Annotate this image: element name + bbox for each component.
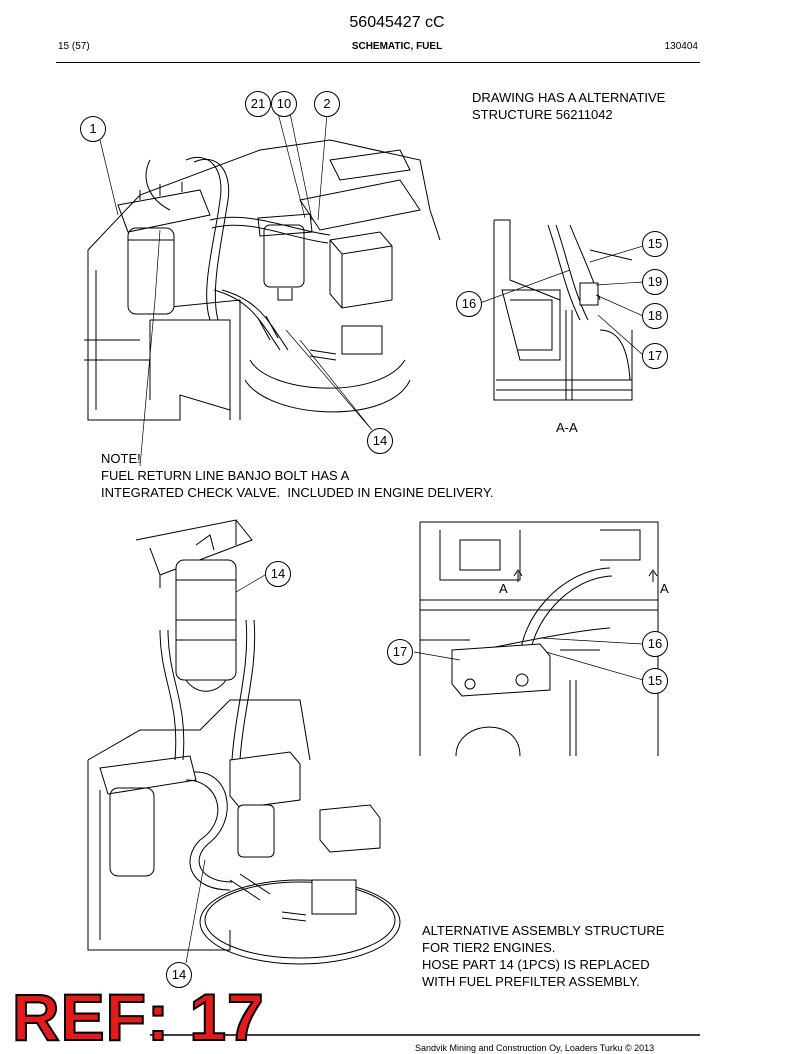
top-view-drawing <box>84 139 441 421</box>
footer-copyright: Sandvik Mining and Construction Oy, Load… <box>415 1043 655 1053</box>
ref-stamp: REF: 17 <box>11 980 265 1054</box>
callout-21: 21 <box>245 91 271 117</box>
callout-14: 14 <box>367 428 393 454</box>
callout-1: 1 <box>80 116 106 142</box>
callout-14-hose: 14 <box>166 962 192 988</box>
bottom-right-drawing <box>419 521 659 757</box>
callout-17: 17 <box>642 343 668 369</box>
page-title: SCHEMATIC, FUEL <box>351 41 443 52</box>
callout-18: 18 <box>642 303 668 329</box>
tier2-assembly-drawing <box>87 519 401 965</box>
page-number: 15 (57) <box>58 41 90 52</box>
header-rule <box>56 62 700 63</box>
callout-10: 10 <box>271 91 297 117</box>
document-number: 56045427 cC <box>349 14 445 31</box>
callout-16-hose: 16 <box>642 631 668 657</box>
section-a-left-label: A <box>499 581 508 596</box>
alternative-structure-note: DRAWING HAS A ALTERNATIVE STRUCTURE 5621… <box>472 90 666 122</box>
tier2-note: ALTERNATIVE ASSEMBLY STRUCTURE FOR TIER2… <box>422 923 665 989</box>
callout-17-valve: 17 <box>387 639 413 665</box>
callout-16: 16 <box>456 291 482 317</box>
section-a-right-label: A <box>660 581 669 596</box>
callout-2: 2 <box>314 91 340 117</box>
callout-15: 15 <box>642 231 668 257</box>
callout-15-hose: 15 <box>642 668 668 694</box>
section-aa-drawing <box>493 219 633 401</box>
callout-14-prefilter: 14 <box>265 561 291 587</box>
revision-date: 130404 <box>664 41 698 52</box>
callout-19: 19 <box>642 269 668 295</box>
section-aa-label: A-A <box>556 420 578 435</box>
check-valve-note: NOTE! FUEL RETURN LINE BANJO BOLT HAS A … <box>101 451 494 500</box>
